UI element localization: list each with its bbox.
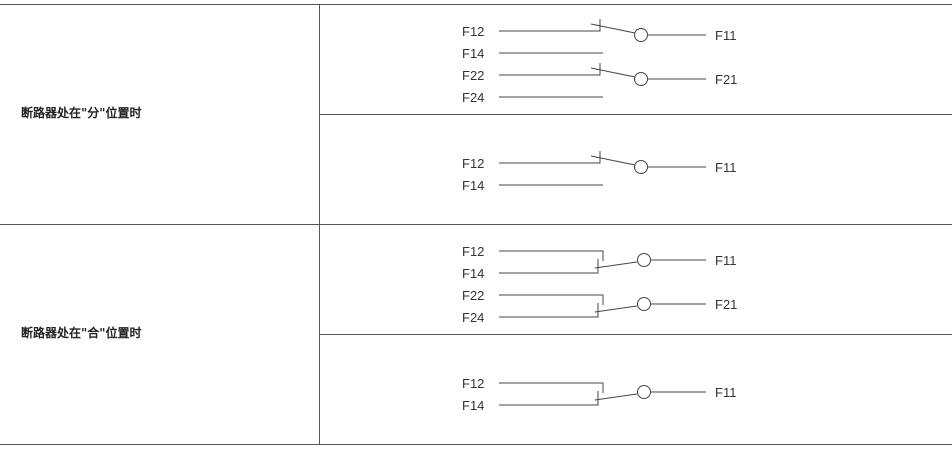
terminal-label-b: F14 — [462, 46, 484, 61]
switch-blade — [590, 155, 636, 166]
wire-terminal-a — [499, 151, 601, 164]
wire-terminal-b — [499, 303, 599, 318]
terminal-label-a: F12 — [462, 156, 484, 171]
terminal-label-common: F21 — [715, 297, 737, 312]
wire-terminal-a — [499, 382, 604, 393]
terminal-label-common: F11 — [715, 160, 736, 175]
switch-blade — [590, 67, 636, 78]
terminal-label-b: F14 — [462, 266, 484, 281]
terminal-label-a: F22 — [462, 68, 484, 83]
wire-terminal-a — [499, 63, 601, 76]
terminal-label-common: F11 — [715, 28, 736, 43]
pivot-node — [637, 385, 651, 399]
terminal-label-common: F11 — [715, 253, 736, 268]
wire-terminal-a — [499, 294, 604, 305]
terminal-label-a: F12 — [462, 24, 484, 39]
wire-terminal-b — [499, 391, 599, 406]
terminal-label-b: F14 — [462, 398, 484, 413]
wire-terminal-a — [499, 250, 604, 261]
terminal-label-a: F12 — [462, 244, 484, 259]
terminal-label-b: F24 — [462, 90, 484, 105]
pivot-node — [637, 297, 651, 311]
terminal-label-b: F24 — [462, 310, 484, 325]
pivot-node — [634, 28, 648, 42]
table-grid — [0, 4, 952, 445]
state-label-closed: 断路器处在"合"位置时 — [21, 326, 142, 340]
pivot-node — [634, 72, 648, 86]
pivot-node — [637, 253, 651, 267]
terminal-label-a: F12 — [462, 376, 484, 391]
terminal-label-a: F22 — [462, 288, 484, 303]
terminal-label-common: F11 — [715, 385, 736, 400]
pivot-node — [634, 160, 648, 174]
state-label-open: 断路器处在"分"位置时 — [21, 106, 142, 120]
terminal-label-common: F21 — [715, 72, 737, 87]
wire-terminal-a — [499, 19, 601, 32]
switch-blade — [594, 305, 638, 313]
wire-terminal-b — [499, 259, 599, 274]
switch-blade — [594, 393, 638, 401]
terminal-label-b: F14 — [462, 178, 484, 193]
switch-blade — [590, 23, 636, 34]
switch-blade — [594, 261, 638, 269]
contact-group: F12F14F11F22F24F21F12F14F11F12F14F11F22F… — [462, 19, 737, 413]
